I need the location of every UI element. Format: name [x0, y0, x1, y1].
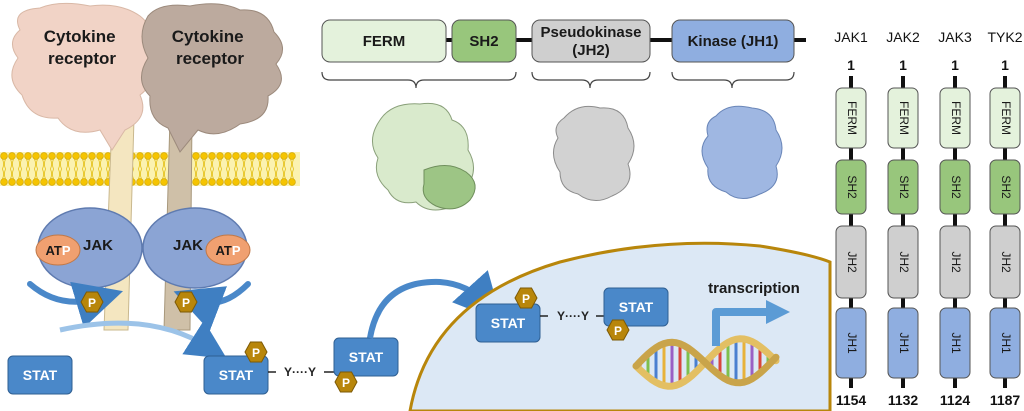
- atp-left-label: ATP: [45, 243, 70, 258]
- phospho-receptor-right: P: [174, 291, 198, 313]
- atp-right-label: ATP: [215, 243, 240, 258]
- ferm-sh2-structure: [372, 102, 476, 211]
- jak-member-name: JAK1: [834, 29, 868, 45]
- transcription-label: transcription: [708, 280, 800, 297]
- jak-start-residue: 1: [899, 57, 907, 73]
- jak-member-name: TYK2: [987, 29, 1022, 45]
- jak-segment-jh2: [939, 225, 971, 299]
- jak-segment-label: JH2: [897, 251, 911, 273]
- jak-segment-jh1: [835, 307, 867, 379]
- jak-end-residue: 1187: [990, 392, 1021, 408]
- jak-segment-label: JH1: [897, 332, 911, 354]
- jak-segment-jh1: [939, 307, 971, 379]
- jak-segment-label: SH2: [897, 175, 911, 199]
- svg-text:STAT: STAT: [219, 367, 254, 383]
- atp-left: [35, 234, 81, 266]
- svg-text:Y····Y: Y····Y: [557, 309, 589, 323]
- jak-start-residue: 1: [951, 57, 959, 73]
- jak-segment-label: SH2: [949, 175, 963, 199]
- jak-segment-label: FERM: [949, 101, 963, 135]
- domain-box-0: FERM: [321, 19, 447, 63]
- jak-segment-sh2: [835, 159, 867, 215]
- kinase-structure: [701, 105, 783, 199]
- jak-start-residue: 1: [847, 57, 855, 73]
- jak-segment-ferm: [939, 87, 971, 149]
- jak-segment-label: JH1: [845, 332, 859, 354]
- svg-text:STAT: STAT: [23, 367, 58, 383]
- domain-label: Kinase (JH1): [688, 33, 779, 50]
- transcription-arrow-head: [766, 300, 790, 324]
- jak-segment-label: JH2: [845, 251, 859, 273]
- jak-segment-sh2: [989, 159, 1021, 215]
- jak-segment-label: FERM: [897, 101, 911, 135]
- jak-segment-label: SH2: [999, 175, 1013, 199]
- jak-segment-label: JH1: [999, 332, 1013, 354]
- dna-helix: [632, 335, 780, 390]
- jak-start-residue: 1: [1001, 57, 1009, 73]
- cytokine-receptor-left: [11, 2, 154, 151]
- receptor-right-label: Cytokine receptor: [172, 27, 249, 68]
- jak-member-name: JAK3: [938, 29, 972, 45]
- svg-text:P: P: [252, 346, 260, 360]
- jak-segment-label: FERM: [999, 101, 1013, 135]
- svg-text:Y····Y: Y····Y: [284, 365, 316, 379]
- jak-segment-ferm: [989, 87, 1021, 149]
- pseudokinase-structure: [553, 105, 635, 201]
- stat-dimer-cytoplasm: STAT P Y····Y STAT P: [203, 337, 399, 395]
- jak-segment-label: JH1: [949, 332, 963, 354]
- stat-recruitment-arrow: [59, 320, 227, 359]
- atp-right: [205, 234, 251, 266]
- svg-text:P: P: [342, 376, 350, 390]
- svg-text:P: P: [88, 296, 96, 310]
- domain-box-3: Kinase (JH1): [671, 19, 795, 63]
- domain-label: Pseudokinase(JH2): [541, 24, 642, 59]
- stat-unphosphorylated: STAT: [7, 355, 73, 395]
- jak-end-residue: 1154: [836, 392, 867, 408]
- jak-end-residue: 1132: [888, 392, 919, 408]
- cytokine-receptor-right: [141, 3, 283, 153]
- jak-segment-sh2: [939, 159, 971, 215]
- jak-right-label: JAK: [173, 237, 203, 254]
- jak-segment-ferm: [835, 87, 867, 149]
- domain-label: SH2: [469, 33, 498, 50]
- jak-segment-jh2: [887, 225, 919, 299]
- transcription-arrow: [712, 308, 768, 346]
- svg-text:STAT: STAT: [491, 315, 526, 331]
- jak-segment-label: FERM: [845, 101, 859, 135]
- svg-text:STAT: STAT: [619, 299, 654, 315]
- jak-segment-sh2: [887, 159, 919, 215]
- cell-membrane: [0, 152, 300, 186]
- nuclear-import-arrow: [367, 270, 503, 339]
- jak-segment-label: JH2: [999, 251, 1013, 273]
- jak-segment-jh2: [989, 225, 1021, 299]
- jak-end-residue: 1124: [940, 392, 971, 408]
- domain-label: FERM: [363, 33, 406, 50]
- jak-segment-jh2: [835, 225, 867, 299]
- jak-segment-label: JH2: [949, 251, 963, 273]
- svg-text:P: P: [182, 296, 190, 310]
- jak-left-label: JAK: [83, 237, 113, 254]
- jak-member-name: JAK2: [886, 29, 920, 45]
- jak-segment-jh1: [989, 307, 1021, 379]
- svg-text:P: P: [614, 324, 622, 338]
- receptor-left-label: Cytokine receptor: [44, 27, 121, 68]
- stat-dimer-nucleus: STAT P Y····Y STAT P: [475, 287, 669, 343]
- jak-segment-label: SH2: [845, 175, 859, 199]
- domain-box-1: SH2: [451, 19, 517, 63]
- trans-phosphorylation-arrow-right: [173, 281, 251, 332]
- jak-segment-ferm: [887, 87, 919, 149]
- svg-text:P: P: [522, 292, 530, 306]
- svg-text:STAT: STAT: [349, 349, 384, 365]
- jak-segment-jh1: [887, 307, 919, 379]
- phospho-receptor-left: P: [80, 291, 104, 313]
- domain-box-2: Pseudokinase(JH2): [531, 19, 651, 63]
- domain-brackets: [321, 71, 795, 89]
